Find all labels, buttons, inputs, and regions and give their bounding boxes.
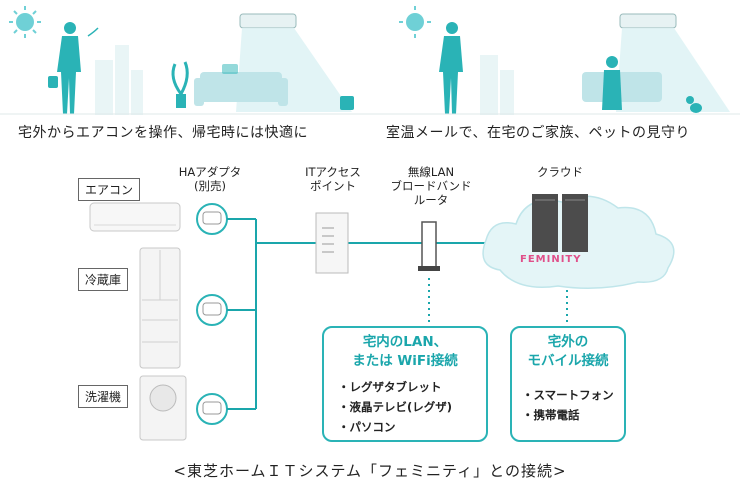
sofa-icon: [194, 64, 288, 106]
list-item: ・パソコン: [338, 420, 396, 434]
list-item: ・レグザタブレット: [338, 380, 442, 394]
sofa-icon: [582, 72, 662, 102]
box-mobile-title: 宅外のモバイル接続: [527, 334, 609, 369]
refrigerator: [139, 247, 181, 369]
box-home-lan: 宅内のLAN、または WiFi接続 ・レグザタブレット ・液晶テレビ(レグザ) …: [322, 326, 488, 442]
list-item: ・液晶テレビ(レグザ): [338, 400, 453, 414]
dotted-links: [428, 278, 568, 326]
header-cloud: クラウド: [537, 165, 583, 179]
list-item: ・スマートフォン: [522, 388, 614, 402]
label-washing-machine: 洗濯機: [78, 385, 129, 408]
it-access-point: [315, 212, 349, 274]
list-item: ・携帯電話: [522, 408, 580, 422]
family-member-icon: [602, 56, 622, 110]
box-home-lan-title: 宅内のLAN、または WiFi接続: [352, 334, 458, 369]
cloud-server-icon: [532, 194, 588, 252]
ha-adapter-aircon: [196, 203, 228, 235]
plant-icon: [171, 61, 189, 108]
city-icon: [95, 45, 143, 115]
sun-icon: [399, 6, 431, 38]
connection-lines: [227, 218, 494, 410]
scene-room-monitoring: [370, 6, 740, 115]
sun-icon: [9, 6, 41, 38]
ha-adapter-fridge: [196, 294, 228, 326]
feminity-logo: FEMINITY: [520, 254, 582, 265]
ha-adapter-washer: [196, 393, 228, 425]
label-refrigerator: 冷蔵庫: [78, 268, 129, 291]
bag-icon: [340, 96, 354, 110]
header-ha-adapter: HAアダプタ(別売): [178, 165, 242, 193]
person-icon: [439, 22, 463, 114]
figure-caption: <東芝ホームＩＴシステム「フェミニティ」との接続>: [173, 462, 567, 480]
cat-icon: [686, 96, 702, 113]
aircon-unit: [89, 202, 181, 232]
box-mobile: 宅外のモバイル接続 ・スマートフォン ・携帯電話: [510, 326, 626, 442]
header-it-access-point: ITアクセスポイント: [305, 165, 361, 193]
scene-remote-aircon: [0, 6, 370, 115]
caption-left: 宅外からエアコンを操作、帰宅時には快適に: [18, 125, 308, 141]
city-icon: [480, 55, 514, 115]
caption-right: 室温メールで、在宅のご家族、ペットの見守り: [386, 125, 690, 141]
label-aircon: エアコン: [78, 178, 141, 201]
person-icon: [48, 22, 81, 114]
router-icon: [418, 221, 440, 271]
washing-machine: [139, 375, 187, 441]
